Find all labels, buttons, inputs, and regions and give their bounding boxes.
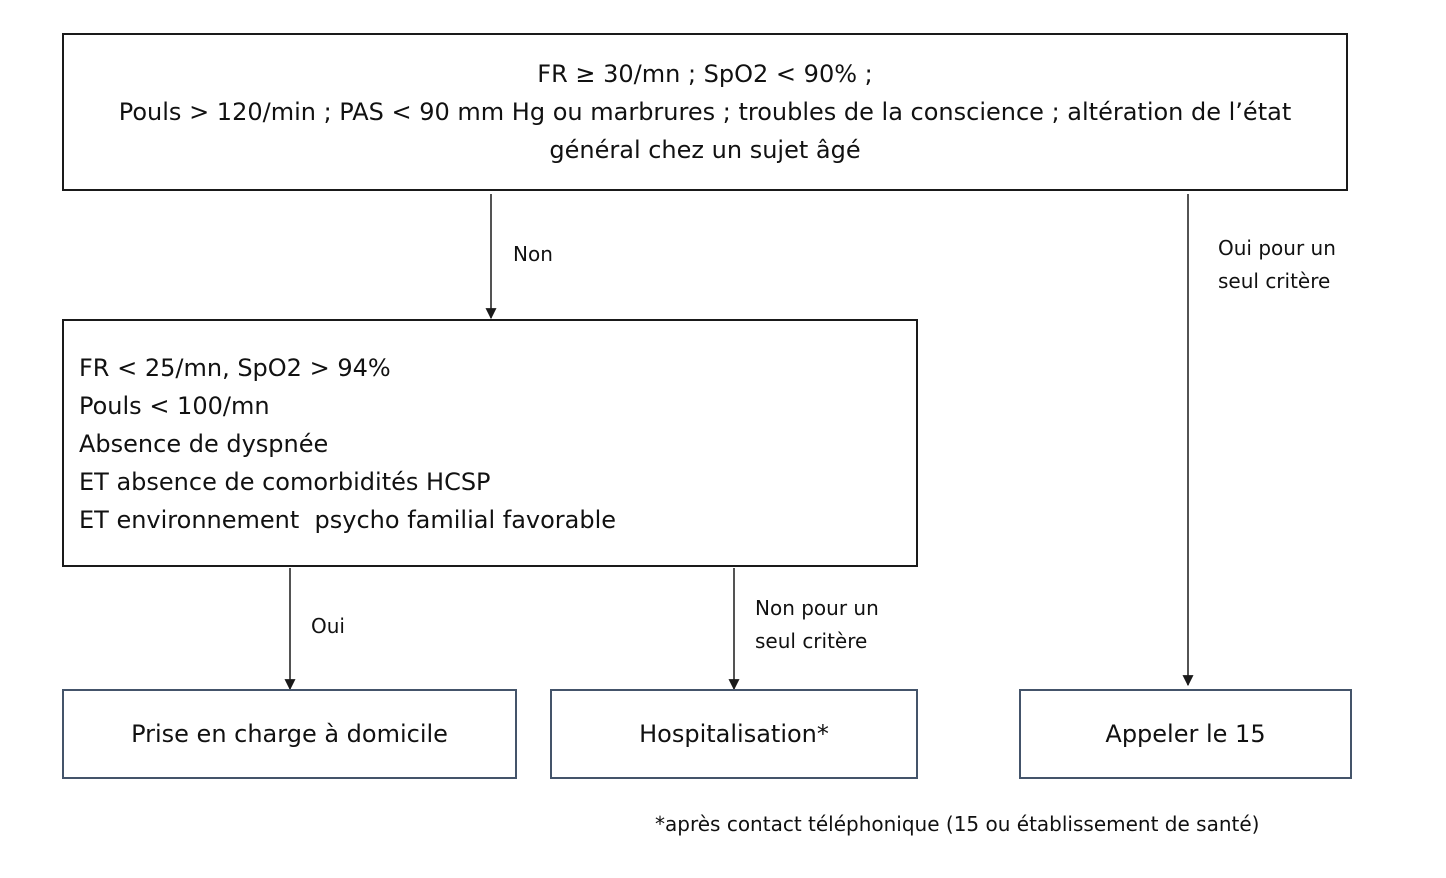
edge-label-oui-un-critere-line-1: Oui pour un — [1218, 236, 1336, 260]
stability-criteria-line-3: Absence de dyspnée — [79, 430, 329, 458]
stability-criteria-box: FR < 25/mn, SpO2 > 94% Pouls < 100/mn Ab… — [62, 319, 918, 567]
severity-criteria-box: FR ≥ 30/mn ; SpO2 < 90% ; Pouls > 120/mi… — [62, 33, 1348, 191]
edge-label-non-un-critere-line-1: Non pour un — [755, 596, 879, 620]
outcome-call-15-box: Appeler le 15 — [1019, 689, 1352, 779]
outcome-home-care-box: Prise en charge à domicile — [62, 689, 517, 779]
outcome-home-care-label: Prise en charge à domicile — [131, 720, 448, 748]
edge-label-non-un-critere: Non pour un seul critère — [755, 592, 879, 658]
outcome-hospitalisation-box: Hospitalisation* — [550, 689, 918, 779]
edge-label-oui: Oui — [311, 614, 345, 638]
severity-criteria-line-3: général chez un sujet âgé — [549, 136, 861, 164]
outcome-hospitalisation-label: Hospitalisation* — [639, 720, 829, 748]
stability-criteria-line-4: ET absence de comorbidités HCSP — [79, 468, 491, 496]
edge-label-oui-un-critere: Oui pour un seul critère — [1218, 232, 1336, 298]
severity-criteria-line-1: FR ≥ 30/mn ; SpO2 < 90% ; — [537, 60, 873, 88]
stability-criteria-line-2: Pouls < 100/mn — [79, 392, 270, 420]
footnote: *après contact téléphonique (15 ou établ… — [655, 812, 1260, 836]
stability-criteria-line-1: FR < 25/mn, SpO2 > 94% — [79, 354, 391, 382]
outcome-call-15-label: Appeler le 15 — [1105, 720, 1266, 748]
stability-criteria-line-5: ET environnement psycho familial favorab… — [79, 506, 617, 534]
severity-criteria-line-2: Pouls > 120/min ; PAS < 90 mm Hg ou marb… — [118, 98, 1292, 126]
edge-label-non-un-critere-line-2: seul critère — [755, 629, 868, 653]
edge-label-non: Non — [513, 242, 553, 266]
edge-label-oui-un-critere-line-2: seul critère — [1218, 269, 1331, 293]
